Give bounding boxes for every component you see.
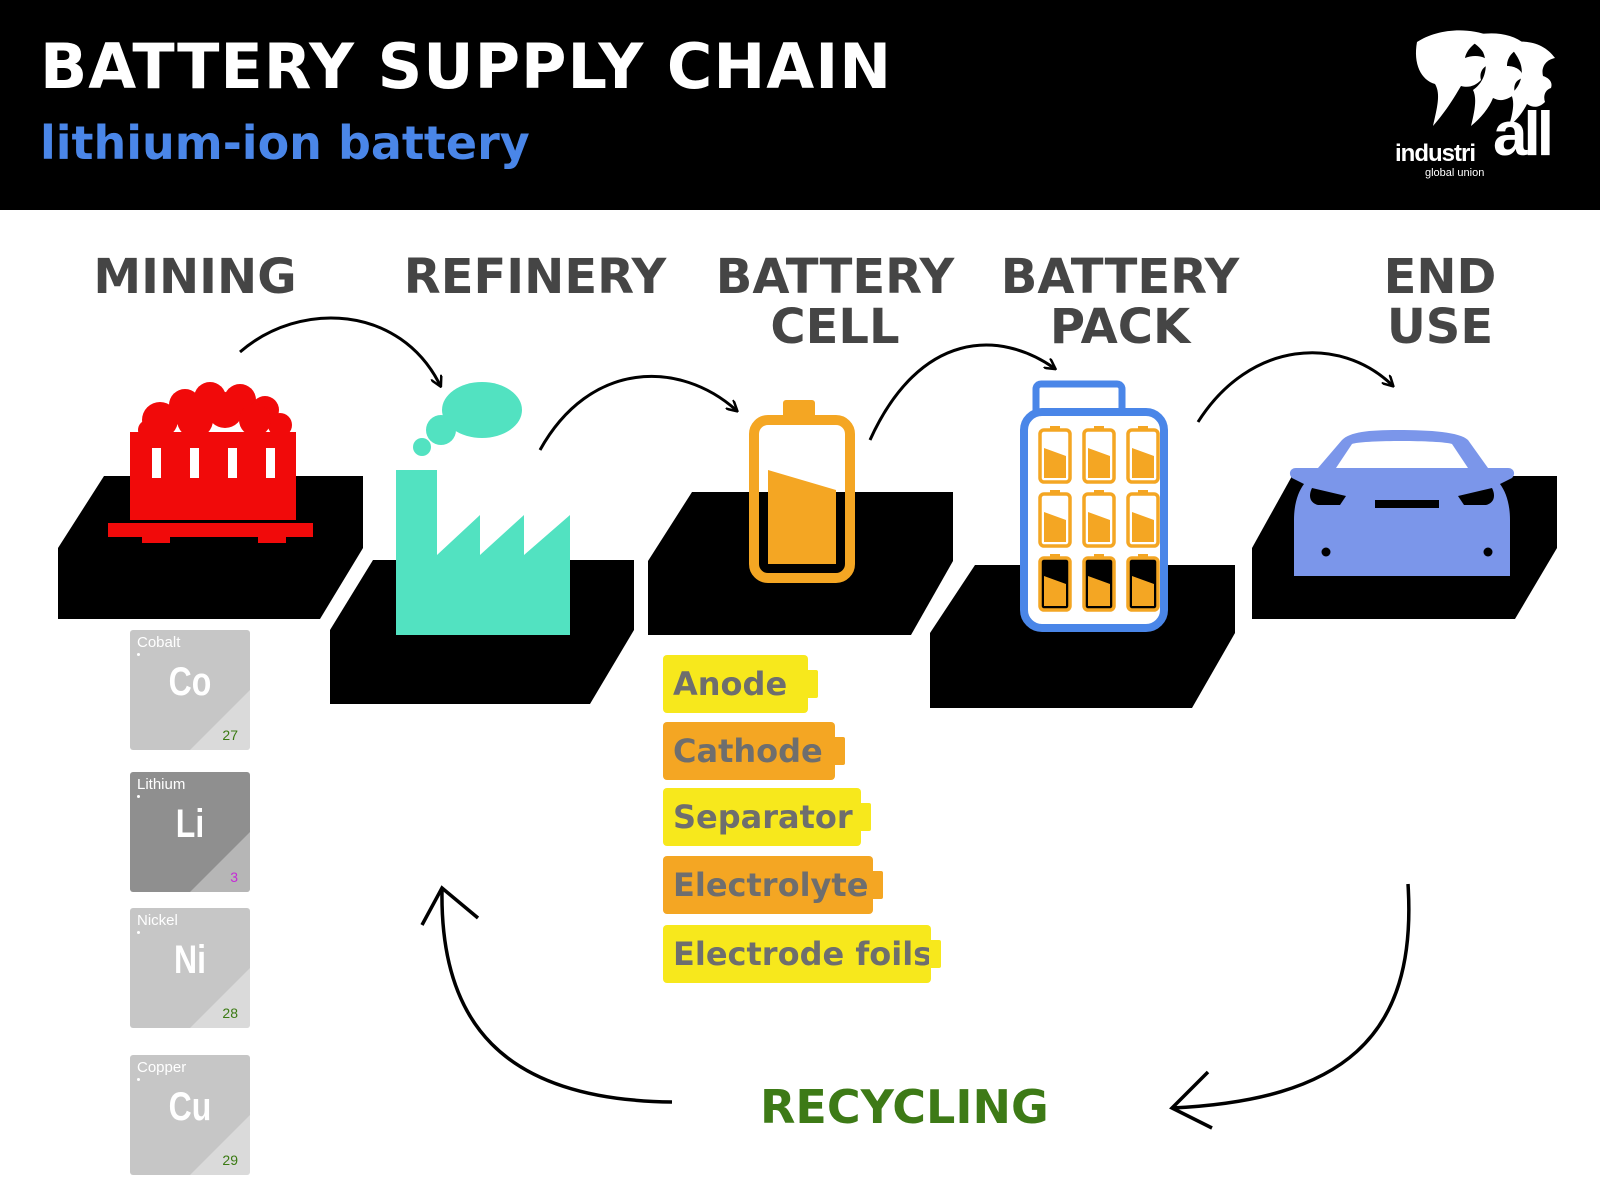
factory-icon (396, 382, 570, 635)
mini-cell-icon (1126, 426, 1160, 484)
tag-terminal (859, 803, 871, 831)
logo-tagline: global union (1425, 167, 1485, 179)
mini-cell-icon (1038, 426, 1072, 484)
tag-terminal (871, 871, 883, 899)
logo-wordmark: industri (1395, 140, 1476, 167)
page-subtitle: lithium-ion battery (40, 116, 530, 170)
element-number: 29 (222, 1152, 238, 1168)
arrow-refinery-to-cell (538, 374, 736, 451)
element-tile-lithium: Lithium Li 3 (130, 772, 250, 892)
tag-terminal (833, 737, 845, 765)
element-tile-cobalt: Cobalt Co 27 (130, 630, 250, 750)
mini-cell-icon (1082, 554, 1116, 612)
mini-cell-icon (1038, 490, 1072, 548)
component-tag-separator: Separator (663, 788, 871, 846)
element-symbol: Co (168, 660, 212, 704)
tag-terminal (929, 940, 941, 968)
element-dot (137, 795, 140, 798)
arrow-recycling-to-refinery-head (420, 885, 480, 926)
component-label: Anode (673, 665, 788, 703)
element-name: Nickel (137, 912, 178, 929)
arrow-pack-to-end-use (1196, 351, 1392, 423)
component-tag-anode: Anode (663, 655, 818, 713)
element-number: 3 (230, 869, 238, 885)
element-symbol: Ni (174, 938, 206, 982)
component-tag-cathode: Cathode (663, 722, 845, 780)
arrow-recycling-to-refinery (440, 889, 673, 1104)
mini-cell-icon (1126, 554, 1160, 612)
element-number: 27 (222, 727, 238, 743)
tile-shade (190, 968, 250, 1028)
component-label: Separator (673, 798, 853, 836)
arrow-end-use-to-recycling (1171, 883, 1411, 1110)
car-icon (1289, 430, 1515, 576)
mini-cells (1038, 426, 1160, 612)
mini-cell-icon (1082, 490, 1116, 548)
mini-cell-icon (1082, 426, 1116, 484)
element-name: Copper (137, 1059, 187, 1076)
component-label: Cathode (673, 732, 823, 770)
page-title: BATTERY SUPPLY CHAIN (40, 30, 893, 103)
element-tile-nickel: Nickel Ni 28 (130, 908, 250, 1028)
component-label: Electrode foils (673, 935, 933, 973)
element-tile-copper: Copper Cu 29 (130, 1055, 250, 1175)
faces-logo-icon (1415, 30, 1555, 126)
arrow-end-use-to-recycling-head (1169, 1070, 1213, 1130)
stage-label-refinery: REFINERY (403, 249, 667, 305)
component-tag-electrode-foils: Electrode foils (663, 925, 941, 983)
battery-cell-icon (749, 400, 855, 583)
mini-cell-icon (1038, 554, 1072, 612)
mine-cart-slots (152, 448, 275, 478)
header-banner: BATTERY SUPPLY CHAIN lithium-ion battery… (0, 0, 1600, 210)
industriall-logo: industri all global union (1395, 22, 1570, 187)
tile-shade (190, 1115, 250, 1175)
component-label: Electrolyte (673, 866, 869, 904)
element-dot (137, 931, 140, 934)
mine-cart-icon (108, 382, 313, 543)
tile-shade (190, 832, 250, 892)
tag-terminal (806, 670, 818, 698)
element-dot (137, 1078, 140, 1081)
stage-label-battery-cell: BATTERY CELL (715, 249, 955, 355)
logo-all-mark: all (1493, 100, 1554, 169)
element-name: Cobalt (137, 634, 181, 651)
element-symbol: Li (175, 802, 205, 846)
arrow-cell-to-pack (868, 343, 1054, 441)
arrow-mining-to-refinery (239, 316, 440, 385)
stage-label-mining: MINING (93, 249, 297, 305)
recycling-label: RECYCLING (760, 1080, 1049, 1134)
element-name: Lithium (137, 776, 186, 793)
element-number: 28 (222, 1005, 238, 1021)
element-dot (137, 653, 140, 656)
component-tag-electrolyte: Electrolyte (663, 856, 883, 914)
stage-label-battery-pack: BATTERY PACK (1000, 249, 1240, 355)
tile-shade (190, 690, 250, 750)
mini-cell-icon (1126, 490, 1160, 548)
element-symbol: Cu (168, 1085, 212, 1129)
stage-label-end-use: END USE (1383, 249, 1497, 355)
